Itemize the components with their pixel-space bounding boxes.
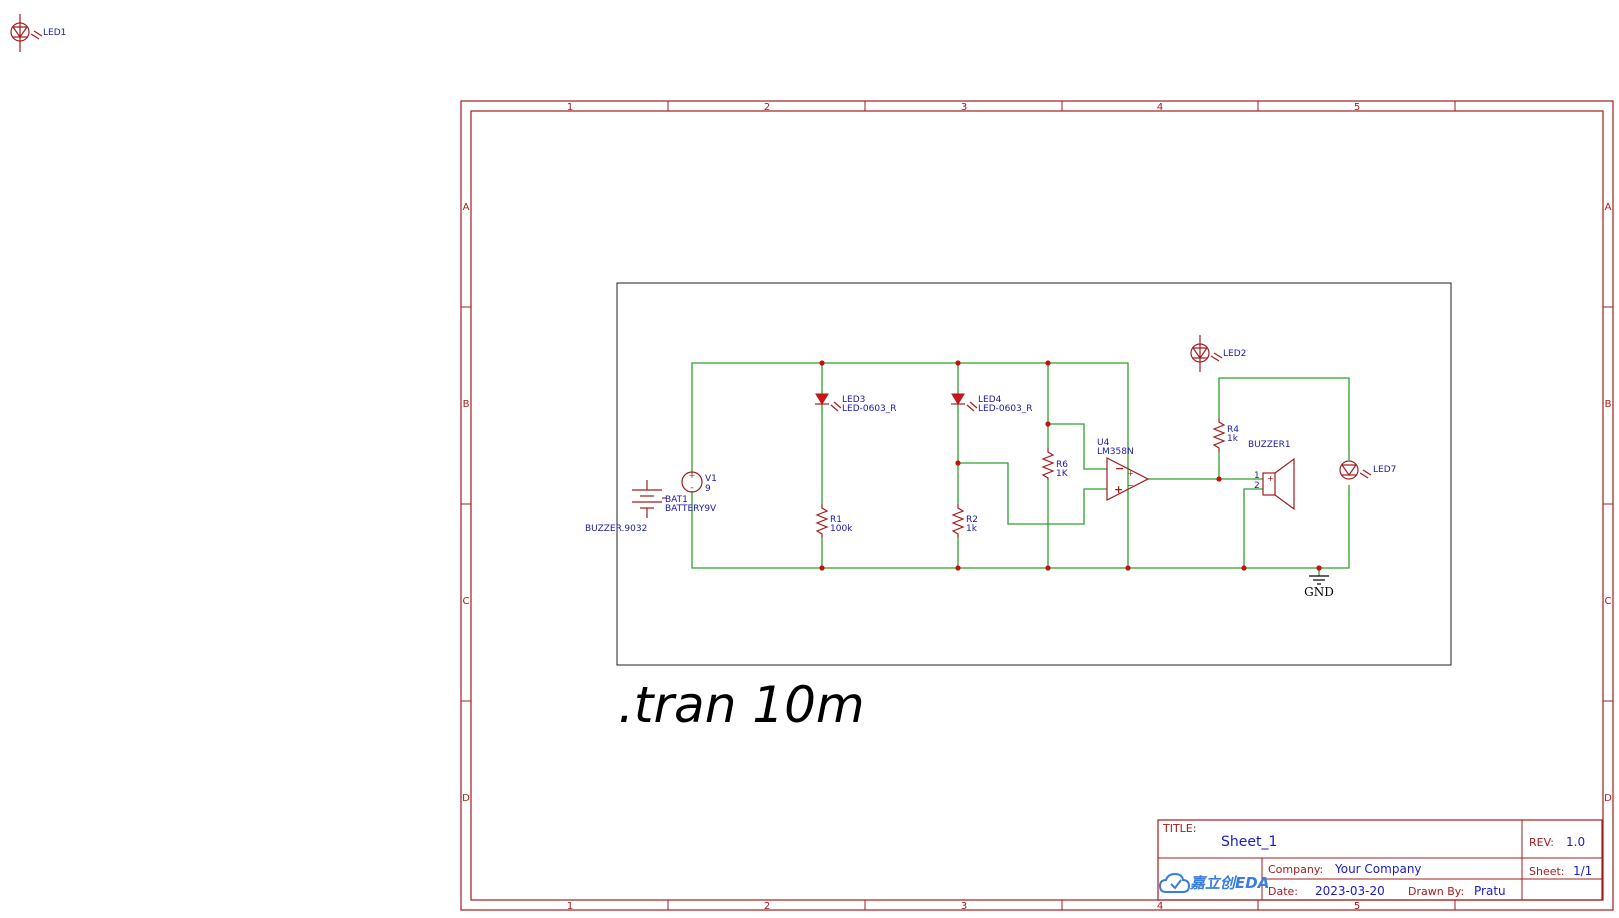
r4-symbol[interactable] <box>1212 418 1226 452</box>
u4-plus-sign: + <box>1114 483 1123 496</box>
eda-logo-icon <box>1158 872 1191 893</box>
rev-value: 1.0 <box>1566 835 1585 849</box>
company-value: Your Company <box>1334 862 1422 876</box>
junctions <box>819 360 1322 571</box>
r4-value: 1k <box>1227 434 1239 444</box>
led7-label: LED7 <box>1373 465 1396 475</box>
buzzer1-pin1: 1 <box>1254 471 1260 481</box>
rev-label: REV: <box>1529 836 1554 849</box>
title-value: Sheet_1 <box>1221 834 1277 850</box>
r1-value: 100k <box>830 524 853 534</box>
led2-symbol[interactable] <box>1190 335 1223 372</box>
r6-symbol[interactable] <box>1041 448 1055 480</box>
r2-ref: R2 <box>966 515 978 525</box>
zone-row-a-right: A <box>1605 202 1612 213</box>
sheet-frame <box>460 100 1614 911</box>
zone-col-2-bottom: 2 <box>764 901 770 912</box>
zone-col-4-top: 4 <box>1157 102 1163 113</box>
r6-ref: R6 <box>1056 460 1068 470</box>
title-block <box>1157 819 1603 901</box>
bat1-ref: BAT1 <box>665 495 688 505</box>
r1-symbol[interactable] <box>815 504 829 538</box>
bat1-value: BATTERY9V <box>665 504 717 514</box>
title-label: TITLE: <box>1162 822 1196 835</box>
led3-symbol[interactable] <box>815 393 842 412</box>
company-label: Company: <box>1268 863 1323 876</box>
u4-value: LM358N <box>1097 447 1134 457</box>
wires <box>691 362 1350 576</box>
zone-row-c-right: C <box>1605 596 1612 607</box>
v1-minus-sign: - <box>690 483 693 493</box>
zone-col-1-bottom: 1 <box>567 901 573 912</box>
zone-col-5-bottom: 5 <box>1354 901 1360 912</box>
zone-row-b-right: B <box>1605 399 1612 410</box>
led1-symbol[interactable] <box>10 14 43 52</box>
r2-symbol[interactable] <box>951 504 965 538</box>
led1-label: LED1 <box>43 28 66 38</box>
zone-row-b-left: B <box>463 399 470 410</box>
sheet-value: 1/1 <box>1573 864 1592 878</box>
u4-minus-sign: − <box>1115 462 1124 475</box>
led4-ref: LED4 <box>978 395 1002 405</box>
zone-col-3-bottom: 3 <box>961 901 967 912</box>
r1-ref: R1 <box>830 515 842 525</box>
u4-ref: U4 <box>1097 438 1110 448</box>
zone-col-2-top: 2 <box>764 102 770 113</box>
buzzer1-symbol[interactable]: + <box>1262 457 1295 511</box>
led3-value: LED-0603_R <box>842 404 897 414</box>
bat1-symbol[interactable] <box>632 480 666 518</box>
buzzer-part-label: BUZZER.9032 <box>585 524 647 534</box>
ground-symbol[interactable] <box>1309 575 1329 585</box>
v1-ref: V1 <box>705 474 717 484</box>
buzzer1-plus-sign: + <box>1267 474 1274 483</box>
zone-col-5-top: 5 <box>1354 102 1360 113</box>
led7-symbol[interactable] <box>1339 460 1372 480</box>
u4-opamp-symbol[interactable]: − + + − <box>1106 457 1150 501</box>
gnd-label: GND <box>1304 585 1334 599</box>
sheet-label: Sheet: <box>1529 865 1565 878</box>
eda-logo-text: 嘉立创EDA <box>1189 874 1269 892</box>
zone-col-3-top: 3 <box>961 102 967 113</box>
circuit-enclosure <box>616 282 1452 666</box>
r6-value: 1K <box>1056 469 1069 479</box>
r2-value: 1k <box>966 524 978 534</box>
drawn-by-label: Drawn By: <box>1408 885 1464 898</box>
u4-small-minus: − <box>1127 481 1134 490</box>
buzzer1-pin2: 2 <box>1254 481 1260 491</box>
zone-col-4-bottom: 4 <box>1157 901 1163 912</box>
led2-label: LED2 <box>1223 349 1246 359</box>
v1-plus-sign: + <box>689 471 696 480</box>
drawn-by-value: Pratu <box>1474 884 1506 898</box>
zone-row-d-right: D <box>1604 793 1612 804</box>
date-value: 2023-03-20 <box>1315 884 1385 898</box>
zone-row-a-left: A <box>463 202 470 213</box>
v1-source-symbol[interactable]: + - <box>681 471 703 493</box>
u4-small-plus: + <box>1127 469 1134 478</box>
led3-ref: LED3 <box>842 395 865 405</box>
zone-row-c-left: C <box>463 596 470 607</box>
v1-value: 9 <box>705 484 711 494</box>
r4-ref: R4 <box>1227 425 1239 435</box>
zone-col-1-top: 1 <box>567 102 573 113</box>
zone-row-d-left: D <box>462 793 470 804</box>
spice-directive[interactable]: .tran 10m <box>618 676 865 734</box>
date-label: Date: <box>1268 885 1298 898</box>
buzzer1-ref: BUZZER1 <box>1248 440 1291 450</box>
led4-symbol[interactable] <box>951 393 978 412</box>
led4-value: LED-0603_R <box>978 404 1033 414</box>
